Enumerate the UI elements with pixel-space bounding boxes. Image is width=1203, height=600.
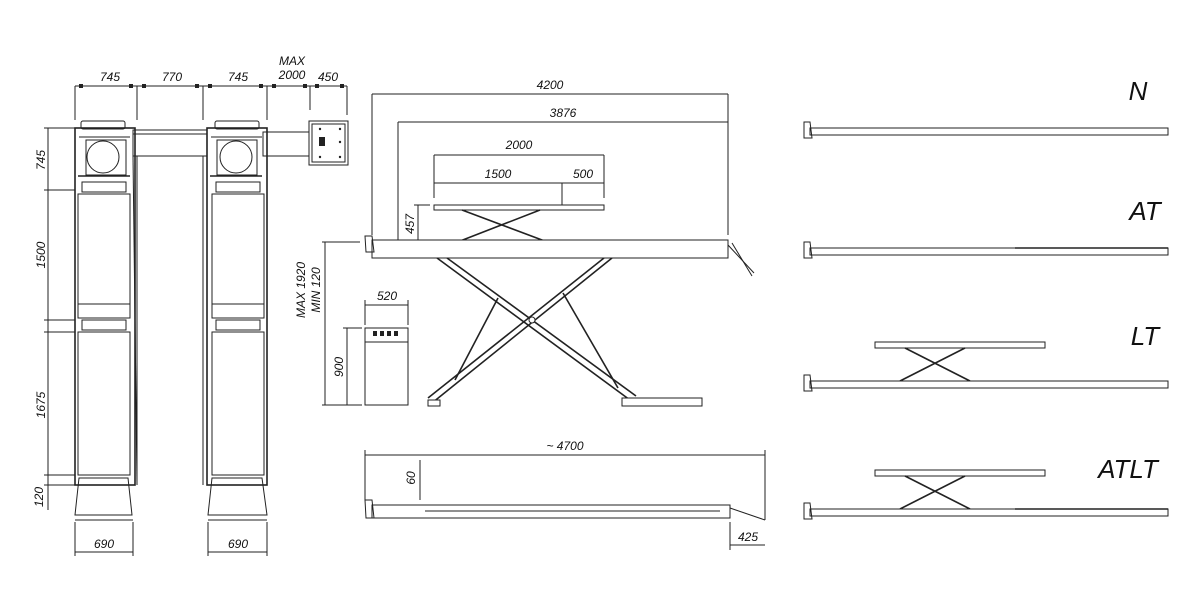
dim-length-3876: 3876 <box>550 106 577 120</box>
dim-console-height: 900 <box>332 357 346 377</box>
dim-height-2: 1500 <box>34 241 48 268</box>
dim-width-3: 745 <box>228 70 248 84</box>
dim-max-label: MAX <box>279 54 306 68</box>
side-view-raised: 4200 3876 2000 1500 500 457 <box>294 78 755 407</box>
control-box-plan <box>308 120 349 166</box>
dim-height-4: 120 <box>32 487 46 507</box>
variant-n: N <box>803 76 1169 139</box>
dim-length-1500: 1500 <box>485 167 512 181</box>
dim-ramp-width-right: 690 <box>228 537 248 551</box>
runway-right <box>206 120 268 521</box>
dim-height-3: 1675 <box>34 391 48 418</box>
dim-lowered-height: 60 <box>404 471 418 485</box>
dim-length-4200: 4200 <box>537 78 564 92</box>
plan-view: 745 770 745 MAX 2000 450 <box>32 54 349 556</box>
dim-width-4: 2000 <box>278 68 306 82</box>
dim-max-height: MAX 1920 <box>294 262 308 318</box>
dim-width-5: 450 <box>318 70 338 84</box>
side-view-lowered: ~ 4700 60 425 <box>364 439 766 550</box>
runway-left <box>74 120 136 521</box>
variant-atlt: ATLT <box>803 454 1169 520</box>
dim-height-1: 745 <box>34 150 48 170</box>
dim-min-height: MIN 120 <box>309 267 323 313</box>
dim-console-width: 520 <box>377 289 397 303</box>
dim-width-2: 770 <box>162 70 182 84</box>
dim-total-length: ~ 4700 <box>546 439 583 453</box>
variant-at: AT <box>803 196 1169 259</box>
dim-length-2000: 2000 <box>505 138 533 152</box>
variant-lt: LT <box>803 321 1169 392</box>
dim-length-500: 500 <box>573 167 593 181</box>
variant-label-atlt: ATLT <box>1096 454 1160 484</box>
dim-ramp-length: 425 <box>738 530 758 544</box>
variant-label-lt: LT <box>1131 321 1162 351</box>
dim-ramp-width-left: 690 <box>94 537 114 551</box>
dim-lift-457: 457 <box>403 213 417 234</box>
variant-label-at: AT <box>1127 196 1162 226</box>
control-console-side <box>364 327 409 406</box>
dim-width-1: 745 <box>100 70 120 84</box>
variant-label-n: N <box>1129 76 1148 106</box>
